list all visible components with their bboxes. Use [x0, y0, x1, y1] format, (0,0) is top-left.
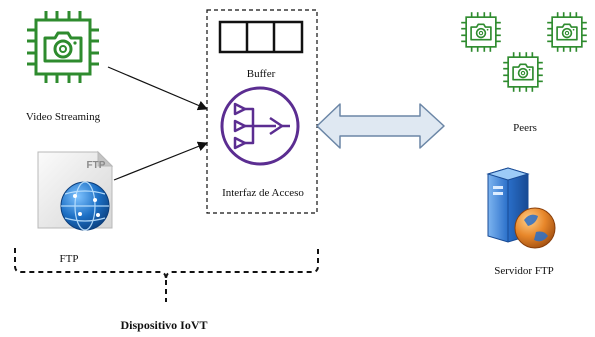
ftp-file-tag: FTP: [87, 160, 106, 171]
ftp-label: FTP: [60, 253, 79, 265]
buffer-icon: [218, 20, 304, 54]
access-interface-icon: [220, 86, 300, 166]
interfaz-label: Interfaz de Acceso: [222, 187, 304, 199]
video-to-interface-arrow: [107, 66, 208, 111]
access-module-box: [206, 9, 318, 214]
buffer-label: Buffer: [247, 68, 276, 80]
peer-camera-icon-1: [460, 11, 502, 53]
dispositivo-iovt-label: Dispositivo IoVT: [120, 318, 207, 332]
peer-camera-icon-2: [546, 11, 588, 53]
servidor-ftp-label: Servidor FTP: [494, 265, 554, 277]
ftp-to-interface-arrow: [113, 141, 208, 181]
peers-label: Peers: [513, 122, 537, 134]
server-globe-icon: [486, 167, 556, 249]
video-streaming-camera-icon: [25, 9, 101, 85]
bidirectional-arrow: [316, 103, 445, 149]
video-streaming-label: Video Streaming: [26, 111, 101, 123]
ftp-file-icon: FTP: [37, 150, 114, 231]
peer-camera-icon-3: [502, 51, 544, 93]
